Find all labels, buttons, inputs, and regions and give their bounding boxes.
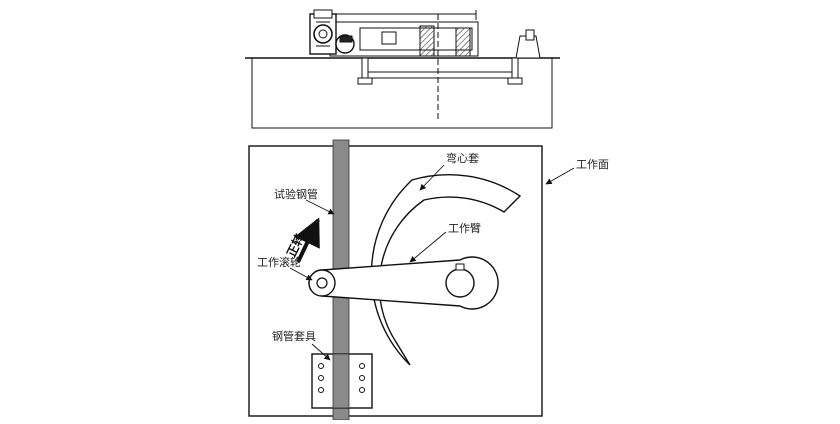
leader-bend-die <box>419 164 445 191</box>
leader-work-arm <box>409 231 447 263</box>
leader-work-roller <box>289 267 313 281</box>
roller-assembly <box>309 9 355 55</box>
bolt-left <box>357 57 373 85</box>
arm-pivot <box>445 268 475 298</box>
label-work-arm: 工作臂 <box>448 222 481 235</box>
leader-work-surface <box>545 167 575 185</box>
center-shaft-block <box>419 25 435 57</box>
leader-pipe-fixture <box>311 343 331 361</box>
label-bend-die: 弯心套 <box>446 151 479 165</box>
label-pipe-fixture: 钢管套具 <box>272 329 316 343</box>
bolt-right <box>507 57 523 85</box>
pipe-fixture <box>311 353 373 409</box>
label-work-roller: 工作滚轮 <box>257 255 301 269</box>
side-elevation-view <box>245 9 560 129</box>
direction-arrow <box>294 217 320 263</box>
plan-view: 弯心套 工作面 试验钢管 正转 工作臂 工作滚轮 钢管套具 <box>248 139 609 421</box>
label-work-surface: 工作面 <box>576 158 609 171</box>
leader-test-pipe <box>305 199 335 215</box>
label-test-pipe: 试验钢管 <box>274 187 318 201</box>
base-plate <box>251 57 553 129</box>
